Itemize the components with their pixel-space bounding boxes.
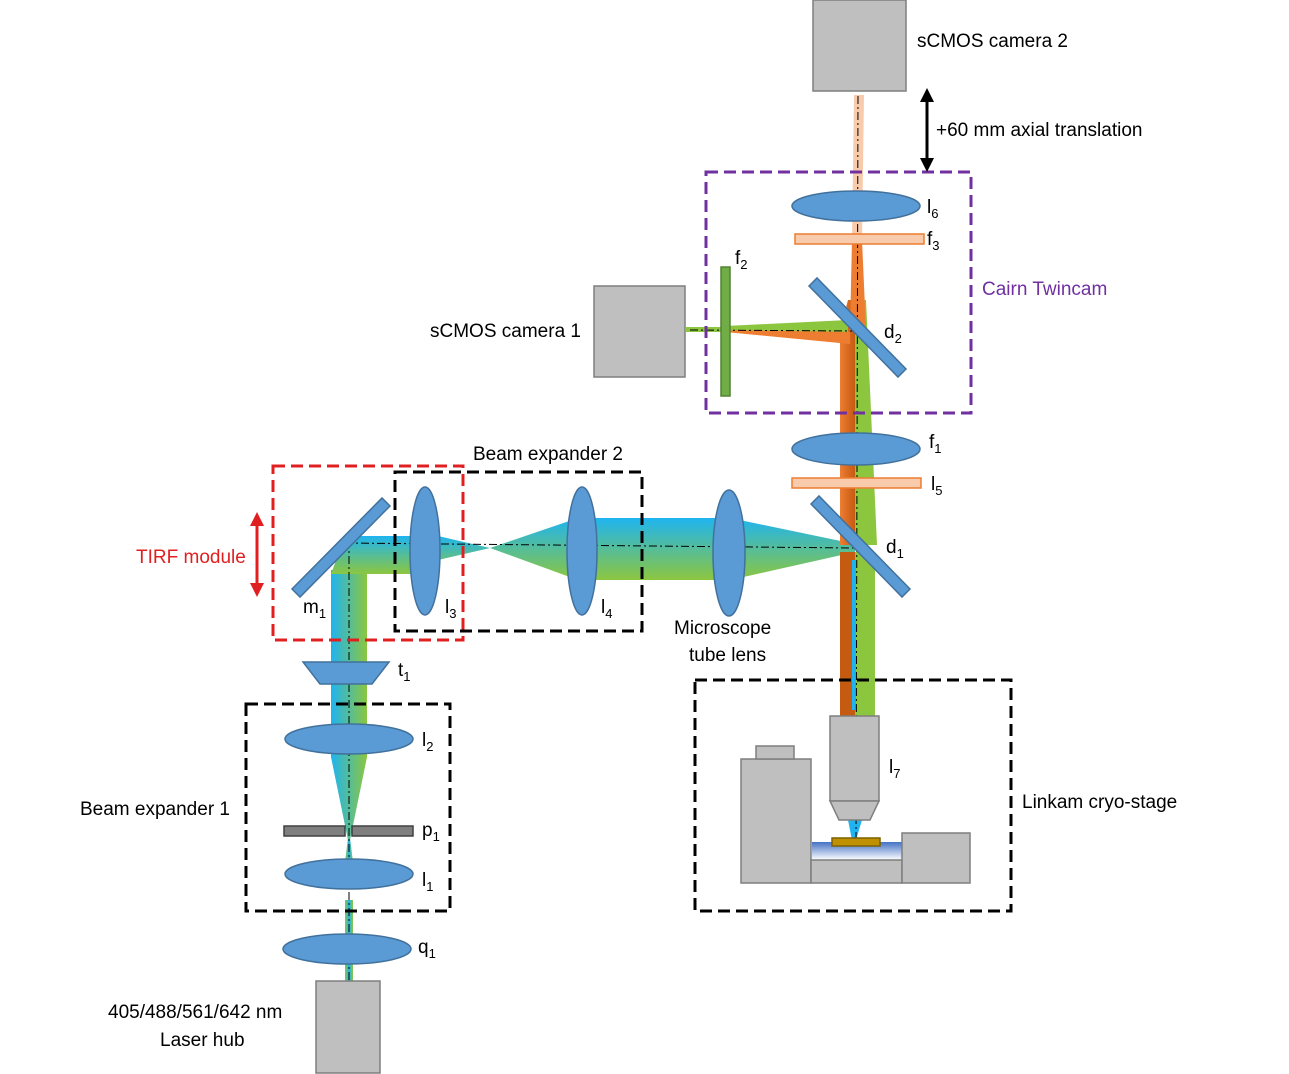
lens-l2: [284, 723, 414, 755]
element-t1: [301, 661, 391, 685]
objective-tip: [828, 800, 881, 821]
tirf-arrow: [250, 512, 264, 597]
label-beam-expander-2: Beam expander 2: [473, 444, 623, 465]
filter-f3: [794, 233, 925, 245]
stage-right-block: [901, 832, 971, 884]
label-l4: l4: [601, 597, 612, 621]
label-t1: t1: [398, 660, 411, 684]
cryo-stage: [740, 745, 971, 884]
dichroic-d1: [809, 494, 912, 599]
beam-objective-sample: [848, 820, 862, 840]
lens-l6: [791, 190, 921, 222]
objective-body: [829, 715, 880, 802]
label-l2: l2: [422, 730, 433, 754]
label-l3: l3: [445, 597, 456, 621]
label-f3: f3: [927, 229, 940, 253]
beam-d1-objective-orange: [840, 552, 855, 717]
stage-left-block: [740, 758, 812, 884]
linkam-box: [693, 678, 1013, 913]
cairn-twincam-box: [704, 170, 973, 415]
label-l6: l6: [927, 197, 938, 221]
stage-left-cap: [755, 745, 795, 760]
tirf-module-box: [271, 464, 465, 642]
label-tube-lens-2: tube lens: [689, 645, 766, 666]
beam-tube-d1: [730, 518, 855, 580]
label-laser-hub-2: Laser hub: [160, 1030, 245, 1051]
label-f2: f2: [735, 248, 748, 272]
label-m1: m1: [303, 597, 326, 621]
lens-microscope-tube: [712, 489, 746, 617]
lens-l1: [284, 858, 414, 890]
filter-l5: [791, 477, 922, 489]
beam-expander-1-box: [244, 702, 452, 913]
label-l7: l7: [889, 757, 900, 781]
camera1-box: [593, 285, 686, 378]
sample-holder: [831, 837, 881, 847]
pinhole-left: [283, 825, 346, 837]
label-l5: l5: [931, 474, 942, 498]
label-linkam: Linkam cryo-stage: [1022, 792, 1177, 813]
camera2-box: [812, 0, 907, 92]
beam-d2-camera1-orange: [725, 330, 850, 344]
beam-d1-objective-green: [855, 552, 875, 717]
label-tirf: TIRF module: [136, 547, 246, 568]
lens-l4: [566, 486, 598, 616]
beam-focus-l4: [490, 518, 578, 580]
label-laser-hub-1: 405/488/561/642 nm: [108, 1002, 282, 1023]
label-camera1: sCMOS camera 1: [430, 321, 581, 342]
lens-f1: [791, 432, 921, 466]
label-q1: q1: [418, 937, 436, 961]
filter-f2: [720, 266, 731, 397]
laser-hub-box: [315, 980, 381, 1074]
translation-arrow: [920, 88, 934, 172]
label-translation: +60 mm axial translation: [936, 120, 1142, 141]
label-cairn: Cairn Twincam: [982, 279, 1107, 300]
label-p1: p1: [422, 820, 440, 844]
lens-q1: [282, 933, 412, 965]
label-d2: d2: [884, 322, 902, 346]
beam-expander-2-box: [393, 470, 644, 633]
label-f1: f1: [929, 432, 942, 456]
beam-d1-objective-blue: [852, 560, 856, 710]
beam-d2-f3: [850, 240, 866, 330]
mirror-m1: [290, 496, 392, 599]
label-d1: d1: [886, 537, 904, 561]
label-l1: l1: [422, 870, 433, 894]
pinhole-right: [351, 825, 414, 837]
lens-l3: [409, 486, 441, 616]
stage-base: [810, 859, 903, 884]
label-beam-expander-1: Beam expander 1: [80, 799, 230, 820]
axis-camera1: [689, 329, 857, 332]
dichroic-d2: [807, 276, 908, 379]
label-tube-lens-1: Microscope: [674, 618, 771, 639]
objective: [828, 715, 881, 821]
label-camera2: sCMOS camera 2: [917, 31, 1068, 52]
beam-l4-tube: [578, 518, 730, 580]
